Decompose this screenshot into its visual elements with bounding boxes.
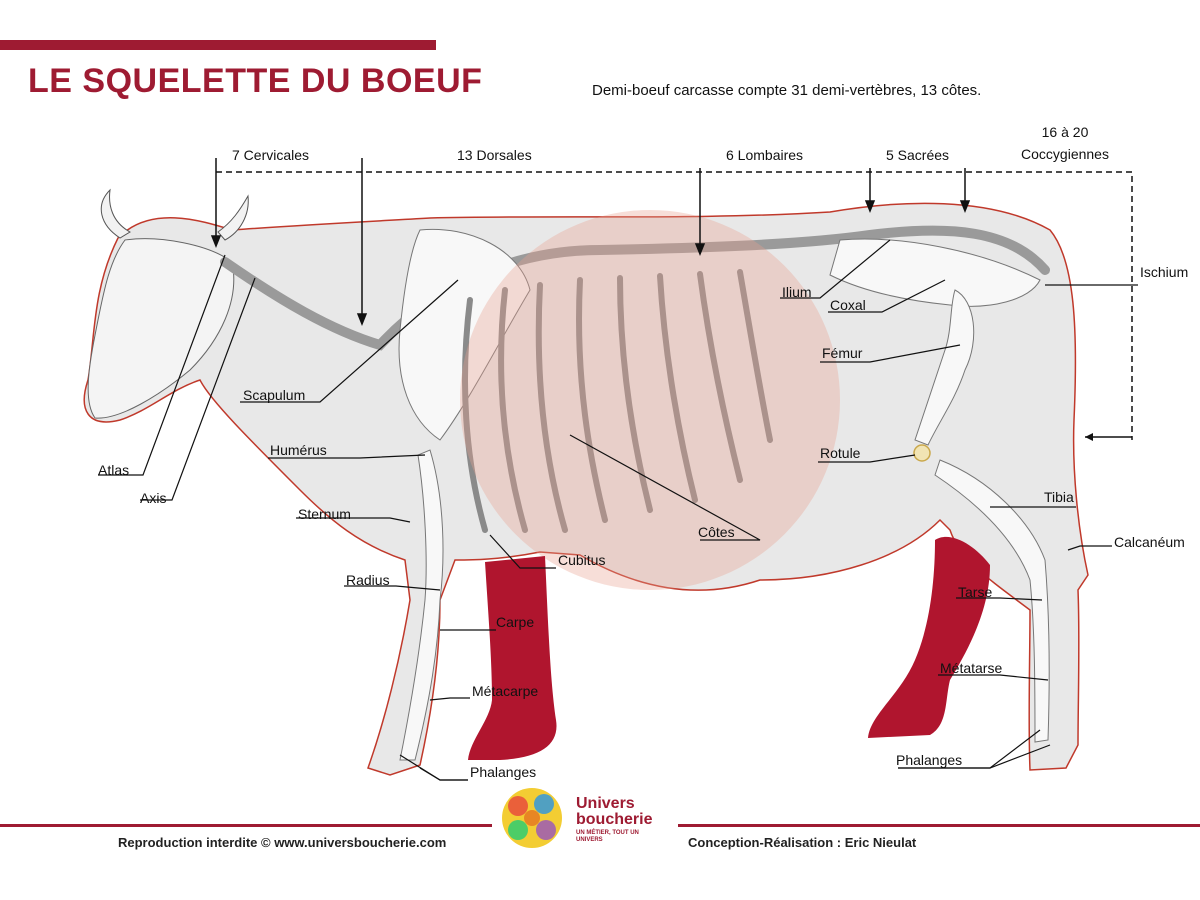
label-humerus: Humérus — [270, 442, 327, 458]
logo-tagline: UN MÉTIER, TOUT UN UNIVERS — [576, 830, 639, 843]
cow-body-silhouette — [83, 202, 1089, 776]
rear-leg-bones-shape — [934, 459, 1050, 743]
femur-shape — [914, 289, 975, 446]
footer-copyright: Reproduction interdite © www.universbouc… — [118, 835, 447, 850]
front-leg-highlight — [468, 556, 557, 760]
label-tarse: Tarse — [958, 584, 993, 600]
label-coxal: Coxal — [830, 297, 866, 313]
rear-leg-highlight — [868, 536, 990, 738]
vertebrae-pointers — [210, 158, 971, 327]
label-ilium: Ilium — [782, 284, 812, 300]
label-cervicales: 7 Cervicales — [232, 147, 310, 163]
patella-shape — [913, 444, 931, 462]
label-cotes: Côtes — [698, 524, 735, 540]
univers-boucherie-logo: Univers boucherie UN MÉTIER, TOUT UN UNI… — [496, 786, 666, 856]
label-carpe: Carpe — [496, 614, 535, 630]
label-dorsales: 13 Dorsales — [457, 147, 532, 163]
label-coccygiennes-count: 16 à 20 — [1041, 124, 1089, 140]
label-phalanges-rear: Phalanges — [896, 752, 963, 768]
horn-left-shape — [100, 188, 131, 239]
logo-text-univers: Univers — [576, 795, 635, 812]
label-axis: Axis — [140, 490, 167, 506]
label-lombaires: 6 Lombaires — [726, 147, 804, 163]
horn-right-shape — [217, 194, 249, 241]
page-title: LE SQUELETTE DU BOEUF — [28, 62, 483, 100]
label-metatarse: Métatarse — [940, 660, 1003, 676]
label-ischium: Ischium — [1140, 264, 1189, 280]
label-tibia: Tibia — [1044, 489, 1074, 505]
label-phalanges-front: Phalanges — [470, 764, 537, 780]
label-rotule: Rotule — [820, 445, 861, 461]
footer-line-right — [678, 824, 1200, 827]
label-sternum: Sternum — [298, 506, 351, 522]
label-leader-lines — [98, 239, 1138, 781]
spine-shape — [220, 225, 1050, 351]
watermark-logo — [460, 210, 840, 590]
label-sacrees: 5 Sacrées — [886, 147, 950, 163]
label-calcaneum: Calcanéum — [1114, 534, 1185, 550]
front-leg-bones-shape — [399, 449, 444, 761]
logo-emblem-icon — [502, 788, 562, 848]
vertebrae-bracket-line — [216, 171, 1133, 440]
pelvis-shape — [829, 238, 1041, 307]
label-scapulum: Scapulum — [243, 387, 306, 403]
footer-credit: Conception-Réalisation : Eric Nieulat — [688, 835, 917, 850]
label-cubitus: Cubitus — [558, 552, 606, 568]
header-accent-bar — [0, 40, 436, 50]
footer-line-left — [0, 824, 492, 827]
label-radius: Radius — [346, 572, 390, 588]
page-subtitle: Demi-boeuf carcasse compte 31 demi-vertè… — [592, 82, 982, 99]
label-metacarpe: Métacarpe — [472, 683, 539, 699]
label-coccygiennes: Coccygiennes — [1021, 146, 1109, 162]
logo-text-boucherie: boucherie — [576, 811, 653, 828]
rib-cage-shape — [462, 269, 773, 533]
label-femur: Fémur — [822, 345, 863, 361]
label-atlas: Atlas — [98, 462, 130, 478]
